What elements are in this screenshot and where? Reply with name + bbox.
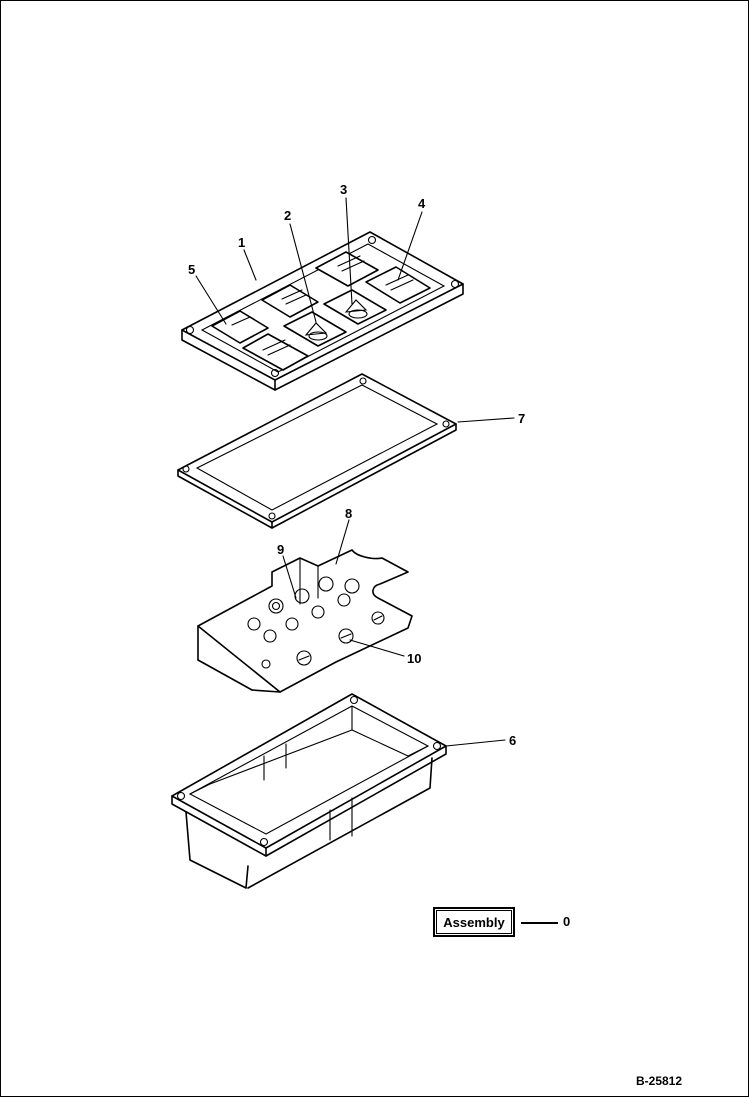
indicator-window-pilot-2 (283, 311, 347, 347)
indicator-window-left (211, 310, 269, 344)
callout-1: 1 (238, 235, 245, 250)
callout-10: 10 (407, 651, 421, 666)
leader-lines (195, 197, 515, 747)
callout-2: 2 (284, 208, 291, 223)
callout-4: 4 (418, 196, 426, 211)
indicator-window-pilot-4 (365, 266, 431, 304)
indicator-window-bottom-left (242, 333, 309, 371)
callout-8: 8 (345, 506, 352, 521)
drawing-reference-number: B-25812 (636, 1074, 683, 1088)
assembly-label: Assembly (443, 915, 505, 930)
indicator-window-top-right (315, 251, 379, 287)
indicator-window-upper-mid (261, 284, 319, 318)
indicator-window-pilot-3 (323, 289, 387, 325)
callout-6: 6 (509, 733, 516, 748)
circuit-board (197, 549, 413, 693)
monitor-panel-cover (181, 231, 464, 391)
gasket (177, 373, 457, 529)
assembly-leader-dash (521, 922, 558, 924)
callout-9: 9 (277, 542, 284, 557)
assembly-reference-box: Assembly (433, 907, 515, 937)
assembly-number: 0 (563, 914, 571, 929)
case (171, 693, 447, 889)
callout-7: 7 (518, 411, 525, 426)
callout-5: 5 (188, 262, 195, 277)
callout-3: 3 (340, 182, 347, 197)
